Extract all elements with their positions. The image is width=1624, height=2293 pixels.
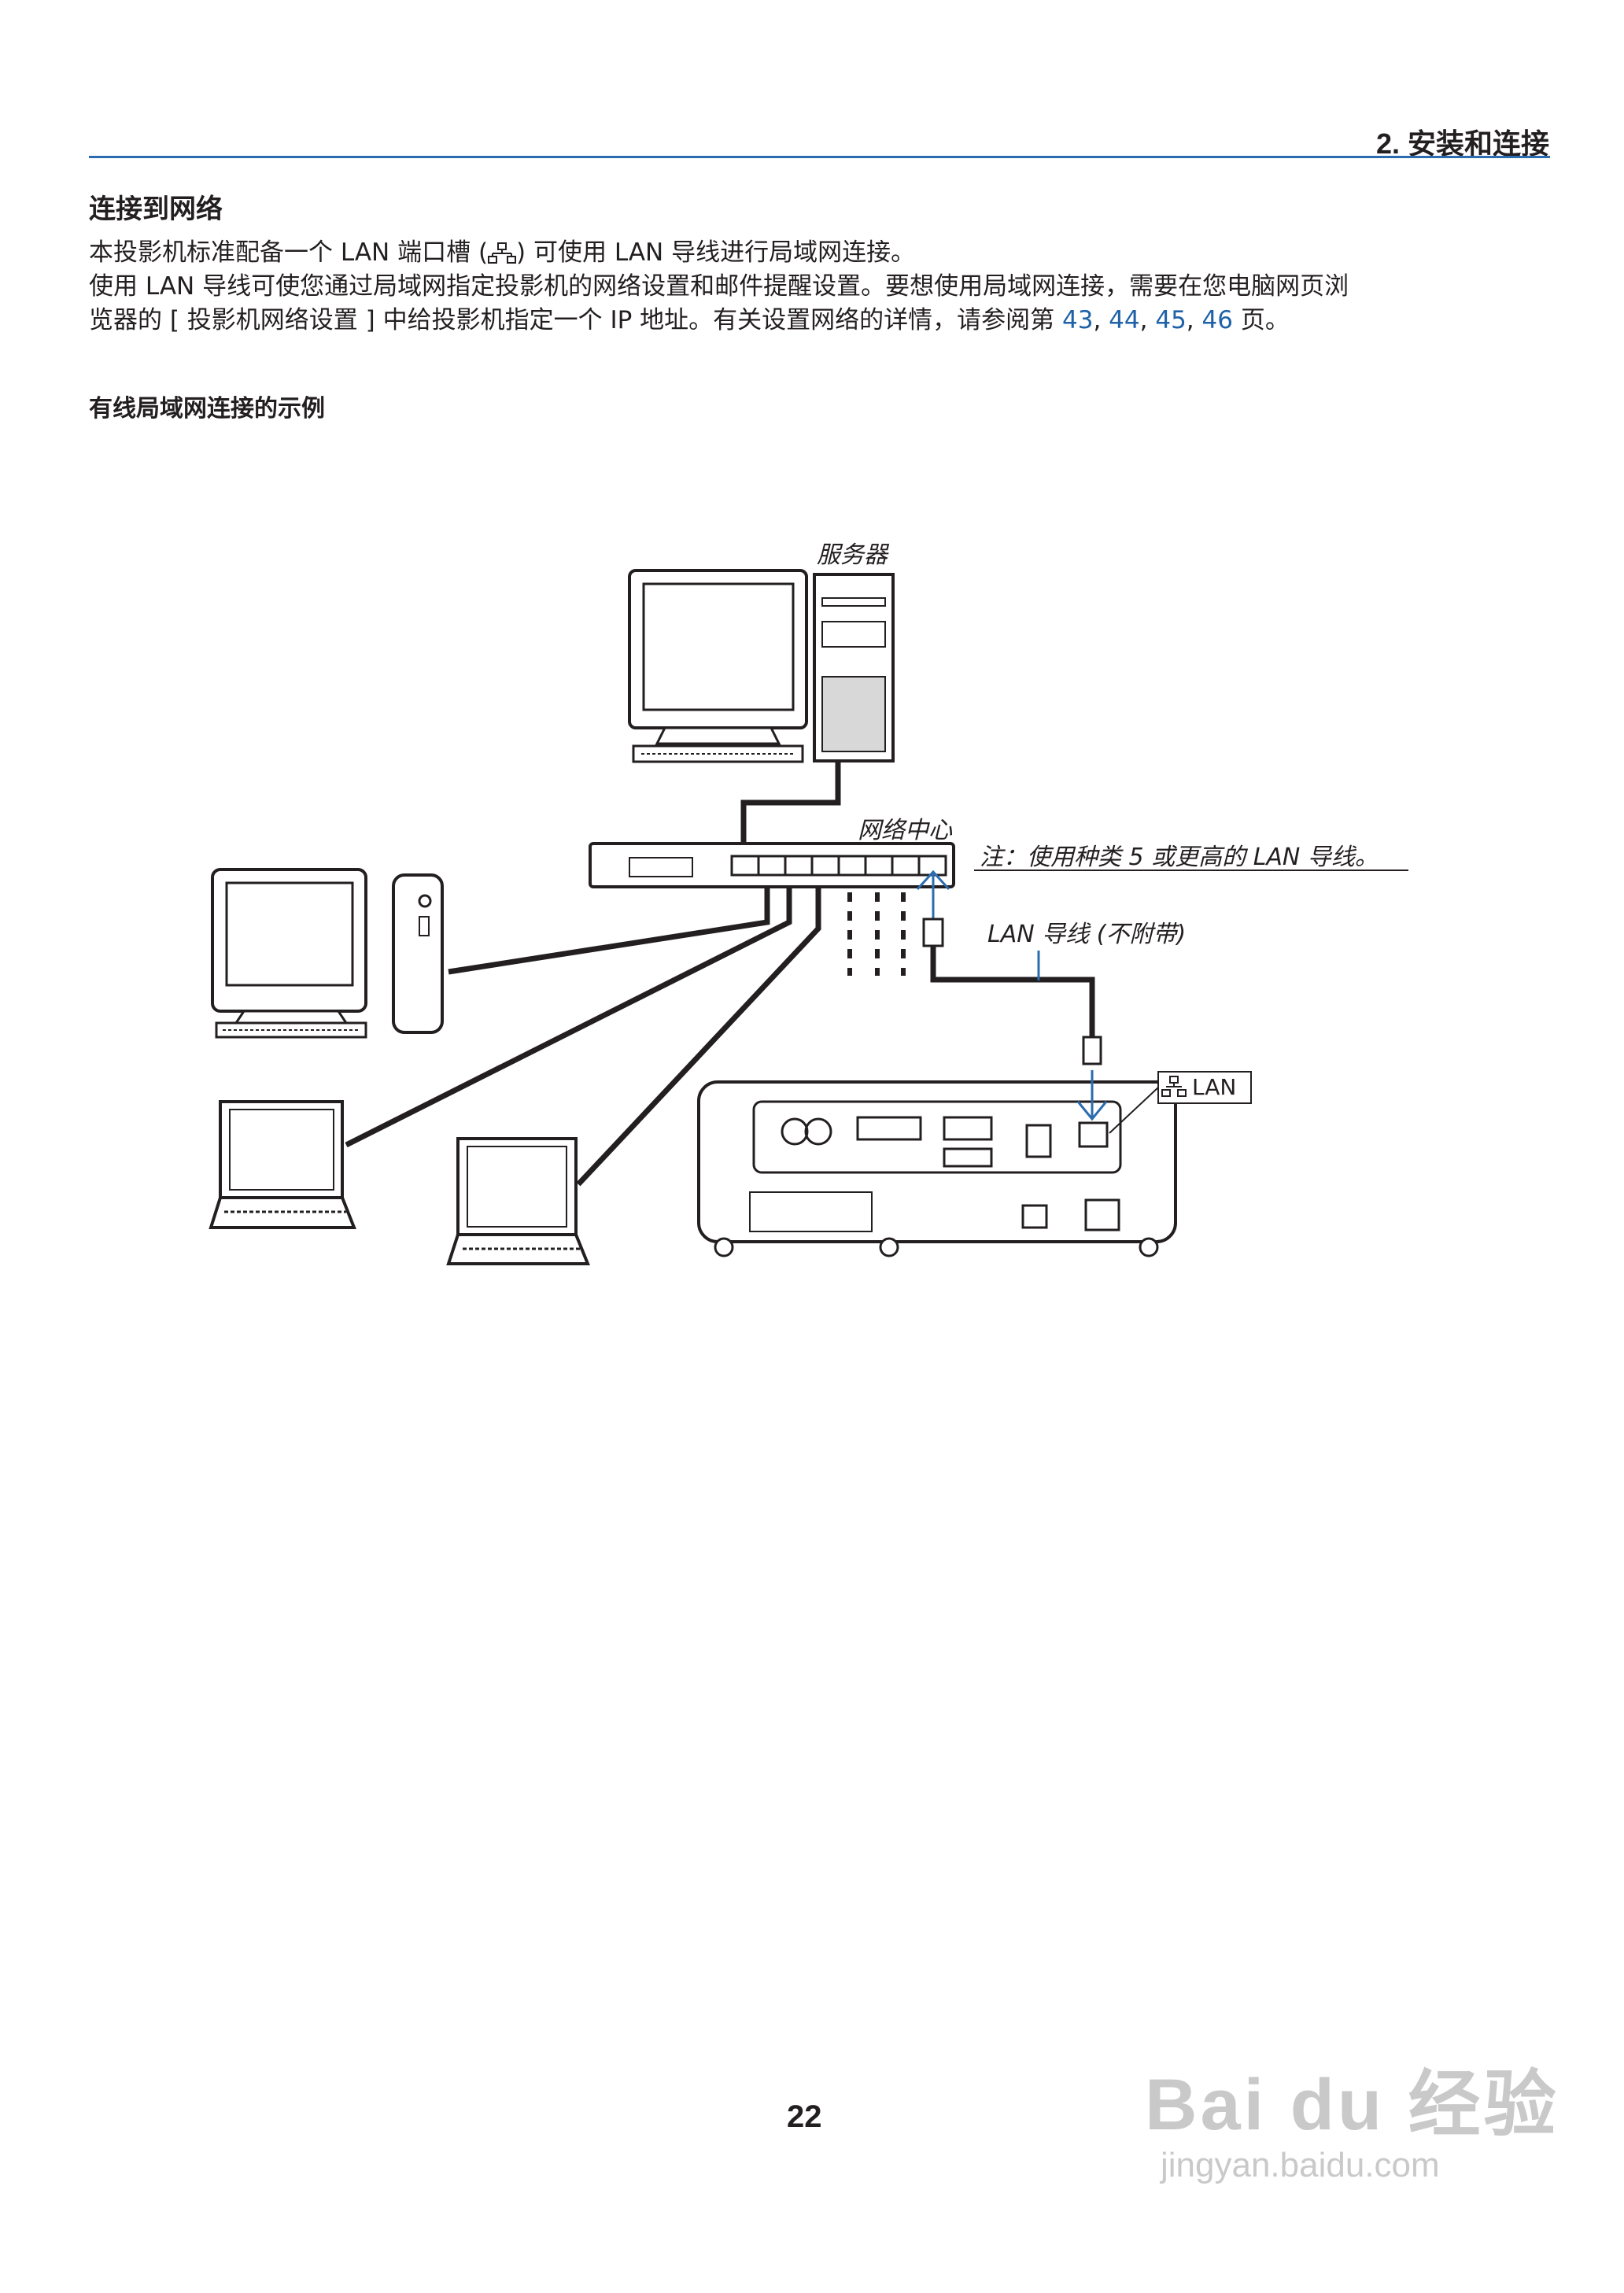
network-hub (589, 842, 955, 888)
baidu-watermark: Bai du 经验 jingyan.baidu.com (1145, 2046, 1559, 2185)
arrow-down-icon (1076, 1070, 1108, 1121)
cable-note: 注：使用种类 5 或更高的 LAN 导线。 (980, 844, 1379, 871)
server-cable (740, 755, 841, 866)
network-diagram (209, 569, 1408, 1265)
watermark-url: jingyan.baidu.com (1161, 2146, 1440, 2184)
paragraph-1-before: 本投影机标准配备一个 LAN 端口槽 ( (89, 238, 489, 267)
lan-port-icon (488, 242, 517, 264)
watermark-brand: Bai du 经验 (1145, 2065, 1559, 2145)
cable-label: LAN 导线 (不附带) (987, 921, 1187, 948)
dashed-cables (847, 873, 906, 976)
paragraph-2-line-2-after: 页。 (1232, 306, 1290, 334)
page-link-44[interactable]: 44 (1109, 306, 1140, 334)
lan-port-icon (1161, 1076, 1187, 1097)
rj45-connector (1082, 1036, 1102, 1065)
projector-cable (930, 944, 1095, 1043)
desktop-monitor (211, 868, 367, 1039)
laptop-1 (209, 1100, 356, 1229)
paragraph-1-after: ) 可使用 LAN 导线进行局域网连接。 (516, 238, 916, 267)
link-separator: , (1186, 306, 1202, 334)
server-tower (813, 573, 895, 762)
paragraph-2-line-2-before: 览器的 [ 投影机网络设置 ] 中给投影机指定一个 IP 地址。有关设置网络的详… (89, 306, 1062, 334)
link-separator: , (1093, 306, 1109, 334)
server-label: 服务器 (817, 541, 888, 569)
server-monitor (628, 569, 808, 763)
paragraph-1: 本投影机标准配备一个 LAN 端口槽 ( ) 可使用 LAN 导线进行局域网连接。 (89, 236, 1552, 270)
link-separator: , (1139, 306, 1156, 334)
paragraph-2-line-1: 使用 LAN 导线可使您通过局域网指定投影机的网络设置和邮件提醒设置。要想使用局… (89, 272, 1349, 301)
lan-port-label: LAN (1192, 1074, 1237, 1100)
paragraph-2-line-2: 览器的 [ 投影机网络设置 ] 中给投影机指定一个 IP 地址。有关设置网络的详… (89, 304, 1552, 338)
lan-callout-leader (1109, 1087, 1159, 1134)
page-link-46[interactable]: 46 (1201, 306, 1233, 334)
arrow-up-icon (916, 870, 950, 921)
desktop-tower (392, 873, 444, 1034)
laptop-2 (446, 1137, 590, 1265)
page-link-45[interactable]: 45 (1155, 306, 1187, 334)
header-rule (89, 156, 1550, 158)
rj45-connector (922, 918, 944, 947)
subsection-title: 有线局域网连接的示例 (89, 395, 325, 423)
page-number: 22 (787, 2099, 822, 2134)
paragraph-2: 使用 LAN 导线可使您通过局域网指定投影机的网络设置和邮件提醒设置。要想使用局… (89, 270, 1552, 338)
chapter-title: 2. 安装和连接 (1375, 127, 1549, 160)
projector (697, 1080, 1177, 1257)
section-title: 连接到网络 (89, 194, 223, 225)
hub-label: 网络中心 (858, 817, 952, 844)
page-link-43[interactable]: 43 (1062, 306, 1094, 334)
